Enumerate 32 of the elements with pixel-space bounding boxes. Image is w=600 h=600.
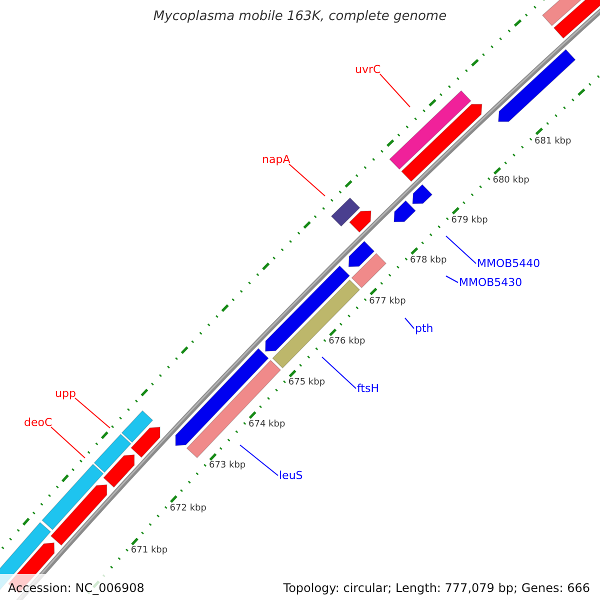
gene-label: uvrC <box>355 63 381 76</box>
gene-label: upp <box>55 387 76 400</box>
tick-label: 674 kbp <box>248 420 286 430</box>
title: Mycoplasma mobile 163K, complete genome <box>152 9 448 24</box>
gene-label: ftsH <box>357 382 379 395</box>
tick-label: 678 kbp <box>410 256 447 266</box>
leader-line <box>446 276 458 283</box>
tick-label: 677 kbp <box>369 297 406 306</box>
tick-label: 675 kbp <box>288 378 326 388</box>
footer-text: Accession: NC_006908 <box>8 581 144 595</box>
tick-label: 680 kbp <box>492 176 530 186</box>
footer-text: Topology: circular; Length: 777,079 bp; Genes: 666 <box>283 581 590 595</box>
gene-label: MMOB5440 <box>477 257 540 270</box>
gene-label: MMOB5430 <box>459 276 522 289</box>
tick-label: 672 kbp <box>170 504 206 513</box>
tick-label: 671 kbp <box>130 546 168 556</box>
leader-line <box>322 356 356 389</box>
leader-line <box>288 164 326 196</box>
leader-line <box>446 236 476 264</box>
leader-line <box>380 74 410 108</box>
tick-label: 681 kbp <box>534 137 572 146</box>
leader-line <box>240 444 278 476</box>
gene-label: pth <box>415 322 434 335</box>
tick-label: 679 kbp <box>451 216 488 226</box>
gene-label: deoC <box>24 416 52 429</box>
tick-label: 673 kbp <box>208 462 246 471</box>
tick-label: 676 kbp <box>328 338 366 347</box>
leader-line <box>74 398 110 428</box>
leader-line <box>404 318 414 329</box>
gene-label: napA <box>262 153 290 166</box>
gene-label: leuS <box>279 469 303 482</box>
leader-line <box>50 426 86 458</box>
